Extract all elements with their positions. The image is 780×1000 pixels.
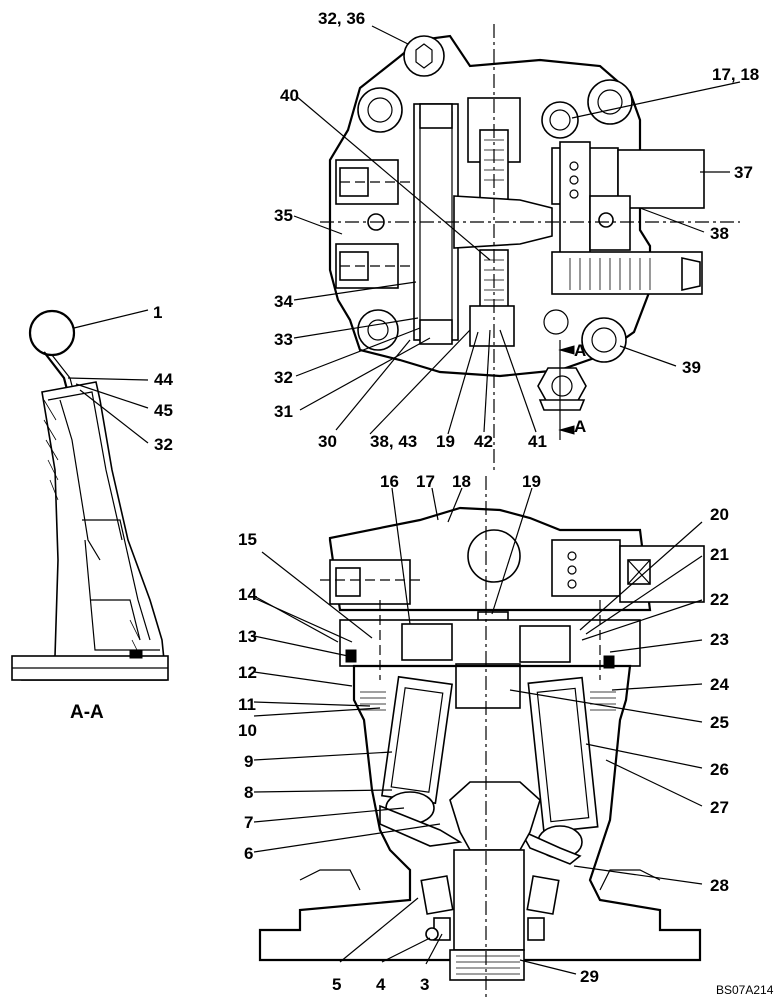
callout-32-left: 32: [154, 435, 173, 454]
callout-4: 4: [376, 975, 386, 994]
callout-27: 27: [710, 798, 729, 817]
section-a-a-view: [11, 309, 169, 681]
callout-34: 34: [274, 292, 293, 311]
callout-19-top: 19: [436, 432, 455, 451]
callout-16: 16: [380, 472, 399, 491]
callout-39: 39: [682, 358, 701, 377]
callout-28: 28: [710, 876, 729, 895]
callout-40: 40: [280, 86, 299, 105]
callout-17: 17: [416, 472, 435, 491]
callout-32-top: 32: [274, 368, 293, 387]
section-mark-upper: A: [574, 341, 586, 360]
callout-18: 18: [452, 472, 471, 491]
callout-6: 6: [244, 844, 253, 863]
callout-26: 26: [710, 760, 729, 779]
callout-17-18-top: 17, 18: [712, 65, 759, 84]
callout-44: 44: [154, 370, 173, 389]
callout-11: 11: [238, 695, 256, 714]
callout-10: 10: [238, 721, 257, 740]
top-view-valve-block: [320, 24, 740, 470]
drawing-code: BS07A214: [716, 983, 774, 997]
callout-labels: 1 44 45 32 32, 36 17, 18 40 37 35 38 34 …: [70, 9, 774, 997]
section-mark-lower: A: [574, 417, 586, 436]
callout-13: 13: [238, 627, 257, 646]
callout-38: 38: [710, 224, 729, 243]
callout-45: 45: [154, 401, 173, 420]
dipstick-ring: [28, 309, 76, 357]
section-title: A-A: [70, 702, 104, 723]
leader-lines: [67, 25, 741, 975]
callout-31: 31: [274, 402, 293, 421]
callout-24: 24: [710, 675, 729, 694]
callout-32-36: 32, 36: [318, 9, 365, 28]
callout-15: 15: [238, 530, 257, 549]
bottom-view-motor-section: [258, 476, 705, 1000]
callout-19-bottom: 19: [522, 472, 541, 491]
callout-5: 5: [332, 975, 341, 994]
callout-33: 33: [274, 330, 293, 349]
callout-22: 22: [710, 590, 729, 609]
callout-35: 35: [274, 206, 293, 225]
callout-29: 29: [580, 967, 599, 986]
callout-30: 30: [318, 432, 337, 451]
callout-25: 25: [710, 713, 729, 732]
callout-8: 8: [244, 783, 253, 802]
callout-37: 37: [734, 163, 753, 182]
callout-14: 14: [238, 585, 257, 604]
callout-9: 9: [244, 752, 253, 771]
callout-21: 21: [710, 545, 729, 564]
callout-38-43: 38, 43: [370, 432, 417, 451]
callout-42: 42: [474, 432, 493, 451]
callout-20: 20: [710, 505, 729, 524]
callout-41: 41: [528, 432, 547, 451]
callout-3: 3: [420, 975, 429, 994]
callout-7: 7: [244, 813, 253, 832]
callout-1: 1: [153, 303, 162, 322]
callout-23: 23: [710, 630, 729, 649]
callout-12: 12: [238, 663, 257, 682]
